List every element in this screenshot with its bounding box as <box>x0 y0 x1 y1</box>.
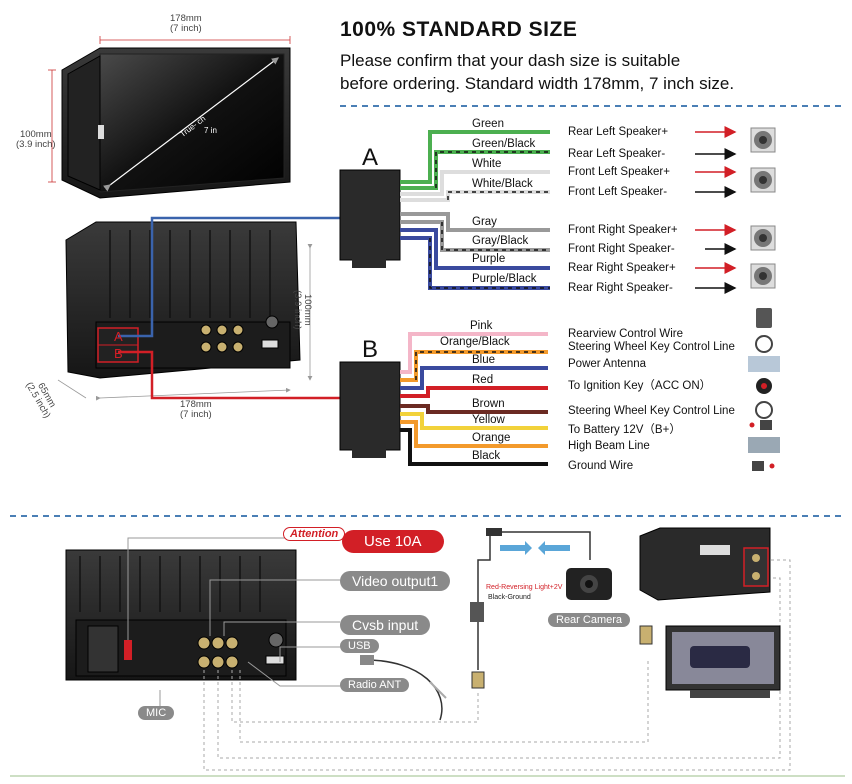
front-height-mm: 100mm <box>19 129 52 140</box>
wire-b-func-0: Rearview Control Wire <box>568 328 684 340</box>
cvsb-input-pill: Cvsb input <box>340 615 431 635</box>
rear-camera-graphic <box>566 568 612 600</box>
back-height-mm: 100mm <box>302 293 313 326</box>
wire-a-func-6: Rear Right Speaker+ <box>568 262 676 274</box>
speaker-icons <box>750 127 776 289</box>
wire-a-func-4: Front Right Speaker+ <box>568 224 678 236</box>
wire-b-color-4: Brown <box>472 398 505 410</box>
front-height-dim: 100mm (3.9 inch) <box>16 130 56 150</box>
connector-a-label: A <box>362 144 379 171</box>
wire-a-func-1: Rear Left Speaker- <box>568 148 666 160</box>
front-height-in: (3.9 inch) <box>16 139 56 150</box>
subtitle-line-2: before ordering. Standard width 178mm, 7… <box>340 74 735 93</box>
connector-b-label: B <box>362 336 379 363</box>
use-10a-pill: Use 10A <box>342 530 444 553</box>
wire-a-func-3: Front Left Speaker- <box>568 186 668 198</box>
wire-a-func-0: Rear Left Speaker+ <box>568 126 669 138</box>
wire-a-color-2: White <box>472 158 502 170</box>
front-width-mm: 178mm <box>170 13 202 24</box>
wire-a-color-1: Green/Black <box>472 138 536 150</box>
wire-a-color-5: Gray/Black <box>472 235 529 247</box>
front-width-in: (7 inch) <box>170 23 202 34</box>
wire-b-func-1: Steering Wheel Key Control Line <box>568 341 735 353</box>
wire-a-color-7: Purple/Black <box>472 273 537 285</box>
back-plug-b-label: B <box>114 346 123 361</box>
radio-ant-pill: Radio ANT <box>340 678 410 692</box>
wire-a-color-4: Gray <box>472 216 497 228</box>
device-front <box>48 36 291 199</box>
rear-camera-pill: Rear Camera <box>548 613 631 627</box>
wire-b-func-4: Steering Wheel Key Control Line <box>568 405 735 417</box>
amp-box <box>639 527 771 601</box>
back-width-in: (7 inch) <box>180 409 212 420</box>
wire-b-func-5: To Battery 12V（B+） <box>568 424 681 436</box>
device-back-bottom <box>65 549 297 681</box>
connector-b-plug <box>339 361 401 458</box>
wire-b-color-3: Red <box>472 374 494 386</box>
back-height-dim: 100mm (3.9 inch) <box>292 290 313 330</box>
wire-b-func-7: Ground Wire <box>568 460 634 472</box>
usb-pill: USB <box>340 639 379 653</box>
back-width-dim: 178mm (7 inch) <box>180 400 212 420</box>
front-width-dim: 178mm (7 inch) <box>170 14 202 34</box>
wire-b-func-2: Power Antenna <box>568 358 647 370</box>
wire-b-color-1: Orange/Black <box>440 336 510 348</box>
camera-red-wire-label: Red-Reversing Light+2V <box>486 584 563 591</box>
back-plug-a-label: A <box>114 329 123 344</box>
wire-b-color-6: Orange <box>472 432 511 444</box>
wire-a-color-0: Green <box>472 118 504 130</box>
attention-badge: Attention <box>283 527 346 541</box>
wire-b-color-2: Blue <box>472 354 496 366</box>
wire-a-color-6: Purple <box>472 253 506 265</box>
monitor-graphic <box>639 625 781 698</box>
wire-b-color-7: Black <box>472 450 501 462</box>
function-icons <box>748 308 780 471</box>
wire-b-func-3: To Ignition Key（ACC ON） <box>568 380 712 392</box>
back-width-mm: 178mm <box>180 399 212 410</box>
camera-black-wire-label: Black-Ground <box>488 594 531 601</box>
wire-a-func-5: Front Right Speaker- <box>568 243 675 255</box>
wire-a-func-2: Front Left Speaker+ <box>568 166 670 178</box>
connector-a-plug <box>339 169 401 268</box>
subtitle-line-1: Please confirm that your dash size is su… <box>340 51 681 70</box>
back-height-in: (3.9 inch) <box>292 290 303 330</box>
mic-pill: MIC <box>138 706 175 720</box>
front-diag-size: 7 in <box>204 126 217 135</box>
wire-b-color-0: Pink <box>470 320 493 332</box>
wire-b-color-5: Yellow <box>472 414 505 426</box>
page-title: 100% STANDARD SIZE <box>340 18 578 41</box>
video-output-pill: Video output1 <box>340 571 451 591</box>
wire-a-color-3: White/Black <box>472 178 533 190</box>
wire-b-func-6: High Beam Line <box>568 440 650 452</box>
device-back <box>57 221 313 401</box>
wire-a-func-7: Rear Right Speaker- <box>568 282 673 294</box>
